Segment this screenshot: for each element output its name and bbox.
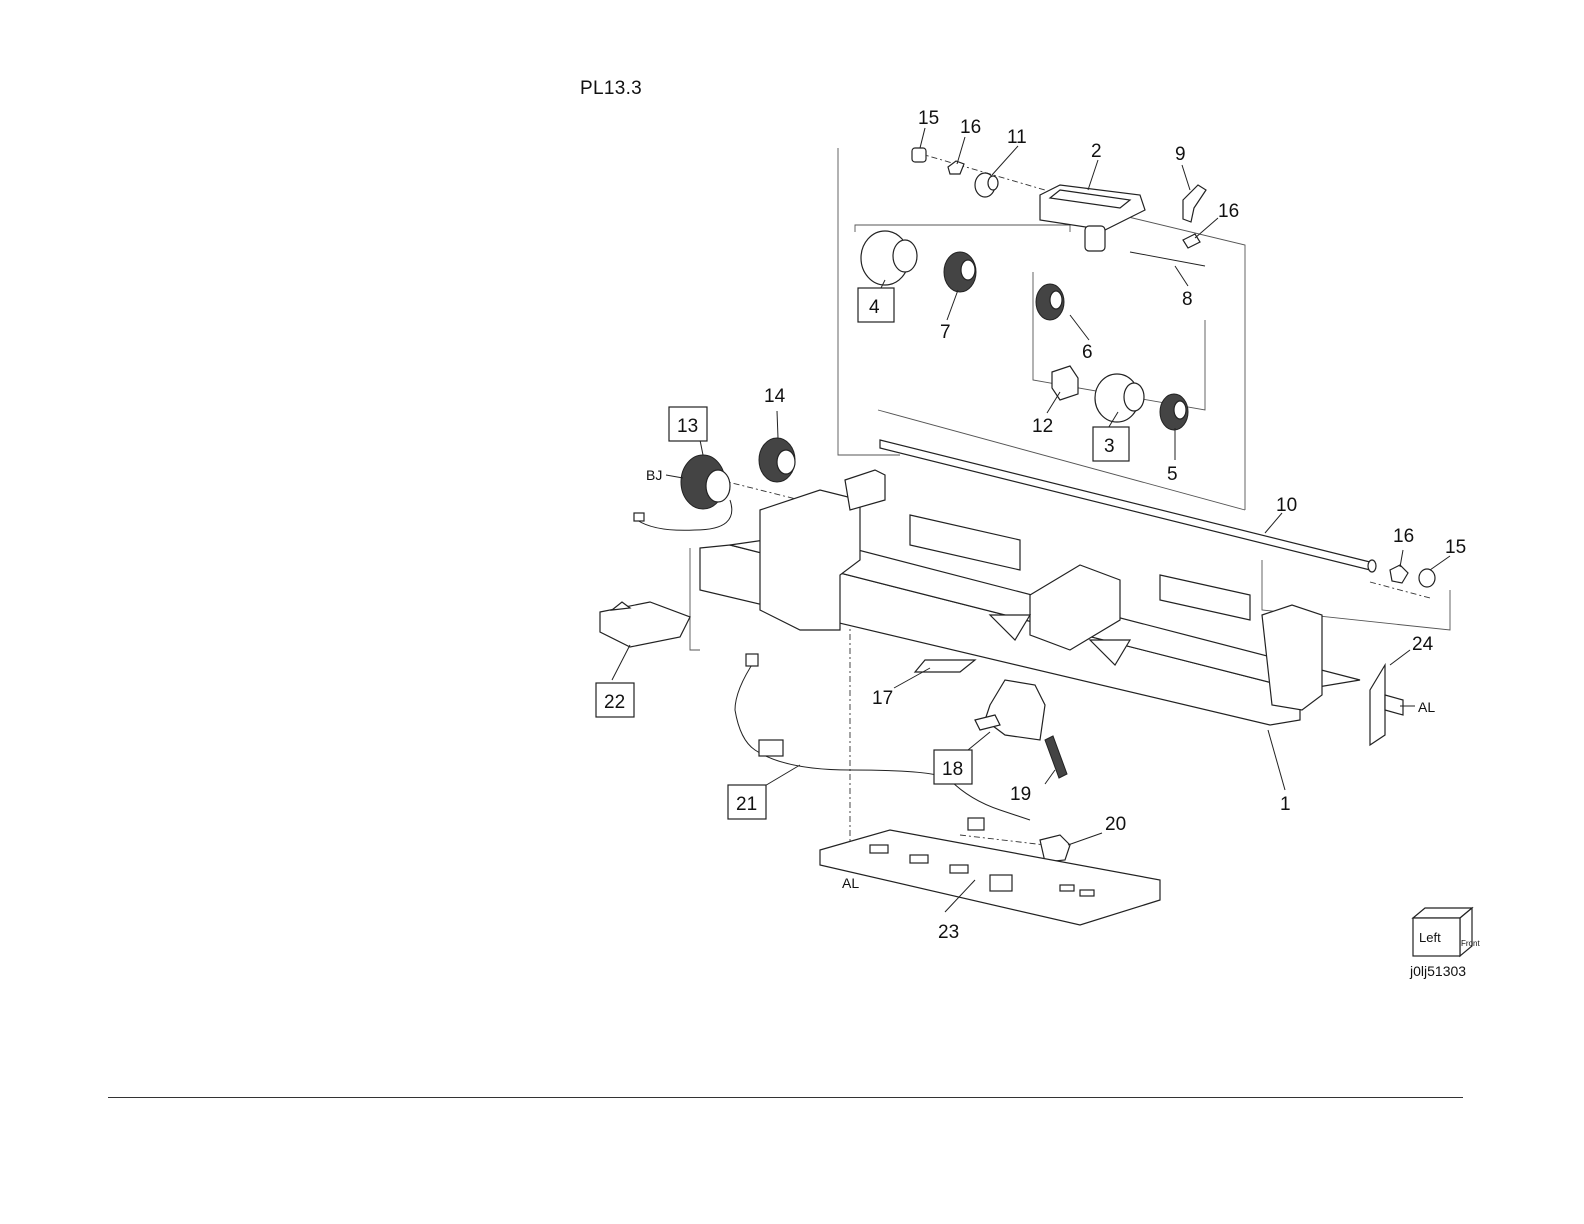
callout-6: 6: [1082, 342, 1093, 363]
callout-21: 21: [736, 794, 757, 815]
part-19-spring: [1045, 736, 1067, 778]
leader-1: [1268, 730, 1285, 790]
part-16-clip-shaft: [1390, 565, 1408, 583]
part-5-gear: [1160, 394, 1188, 430]
leader-17: [894, 668, 930, 688]
part-9-lever: [1183, 185, 1206, 222]
callout-5: 5: [1167, 464, 1178, 485]
part-7-gear: [944, 252, 976, 292]
part-14-gear: [759, 438, 795, 482]
axis-line-sensor: [960, 835, 1045, 845]
leader-14: [777, 411, 778, 438]
leader-10: [1265, 513, 1282, 533]
leader-16a: [957, 137, 965, 164]
leader-21: [763, 765, 800, 787]
part-18-sensor-assy: [975, 680, 1045, 740]
callout-15b: 15: [1445, 537, 1466, 558]
leader-7: [947, 290, 958, 320]
leader-11: [992, 146, 1018, 175]
callout-19: 19: [1010, 784, 1031, 805]
callout-7: 7: [940, 322, 951, 343]
part-23-plate: [820, 830, 1160, 925]
callout-4: 4: [869, 297, 880, 318]
leader-19: [1045, 770, 1055, 784]
part-21-harness: [735, 654, 1030, 830]
leader-18: [968, 732, 990, 750]
callout-14: 14: [764, 386, 786, 407]
callout-2: 2: [1091, 141, 1102, 162]
leader-8: [1175, 266, 1188, 286]
callout-13: 13: [677, 416, 698, 437]
leader-15a: [920, 128, 925, 148]
leader-15b: [1430, 556, 1450, 570]
callout-11: 11: [1007, 127, 1027, 148]
leader-16c: [1400, 550, 1403, 567]
leader-6: [1070, 315, 1089, 340]
leader-bj: [666, 475, 683, 478]
left-bracket-frame: [690, 548, 700, 650]
leader-22: [612, 645, 630, 680]
part-2-holder: [1040, 185, 1145, 251]
figure-id: j0lj51303: [1409, 963, 1466, 979]
callout-16a: 16: [960, 117, 981, 138]
leader-12: [1047, 392, 1060, 413]
part-20-connector: [1040, 835, 1070, 862]
part-16-clip: [948, 161, 964, 174]
leader-13: [700, 440, 703, 455]
part-3-roller: [1095, 374, 1144, 422]
callout-17: 17: [872, 688, 893, 709]
callout-9: 9: [1175, 144, 1186, 165]
callout-15a: 15: [918, 108, 939, 129]
cube-face-left: Left: [1419, 930, 1441, 945]
part-11-bearing: [975, 173, 998, 197]
callout-8: 8: [1182, 289, 1193, 310]
part-24-bracket: [1370, 665, 1403, 745]
callout-20: 20: [1105, 814, 1126, 835]
callout-10: 10: [1276, 495, 1297, 516]
leader-2: [1088, 160, 1098, 190]
leader-24: [1390, 650, 1410, 665]
tag-bj: BJ: [646, 467, 662, 483]
callout-24: 24: [1412, 634, 1434, 655]
orientation-cube-icon: Left Front: [1413, 908, 1480, 956]
part-6-gear: [1036, 284, 1064, 320]
leader-16b: [1195, 218, 1218, 238]
part-17-sheet: [915, 660, 975, 672]
cube-face-front: Front: [1461, 939, 1480, 948]
part-15-bushing-shaft: [1419, 569, 1435, 587]
part-22-bracket: [600, 602, 690, 647]
tag-al-right: AL: [1418, 699, 1435, 715]
callout-16c: 16: [1393, 526, 1414, 547]
callout-12: 12: [1032, 416, 1053, 437]
part-4-roller: [861, 231, 917, 285]
callout-3: 3: [1104, 436, 1115, 457]
part-12-bushing: [1052, 366, 1078, 400]
footer-divider: [108, 1097, 1463, 1098]
tag-al-bottom: AL: [842, 875, 859, 891]
callout-23: 23: [938, 922, 959, 943]
leader-9: [1182, 165, 1190, 190]
callout-1: 1: [1280, 794, 1291, 815]
leader-20: [1068, 833, 1102, 845]
part-15-bushing: [912, 148, 926, 162]
part-8-shaft: [1130, 252, 1205, 266]
callout-16b: 16: [1218, 201, 1239, 222]
callout-22: 22: [604, 692, 625, 713]
callout-18: 18: [942, 759, 963, 780]
upper-assembly-frame-right: [1120, 215, 1245, 510]
